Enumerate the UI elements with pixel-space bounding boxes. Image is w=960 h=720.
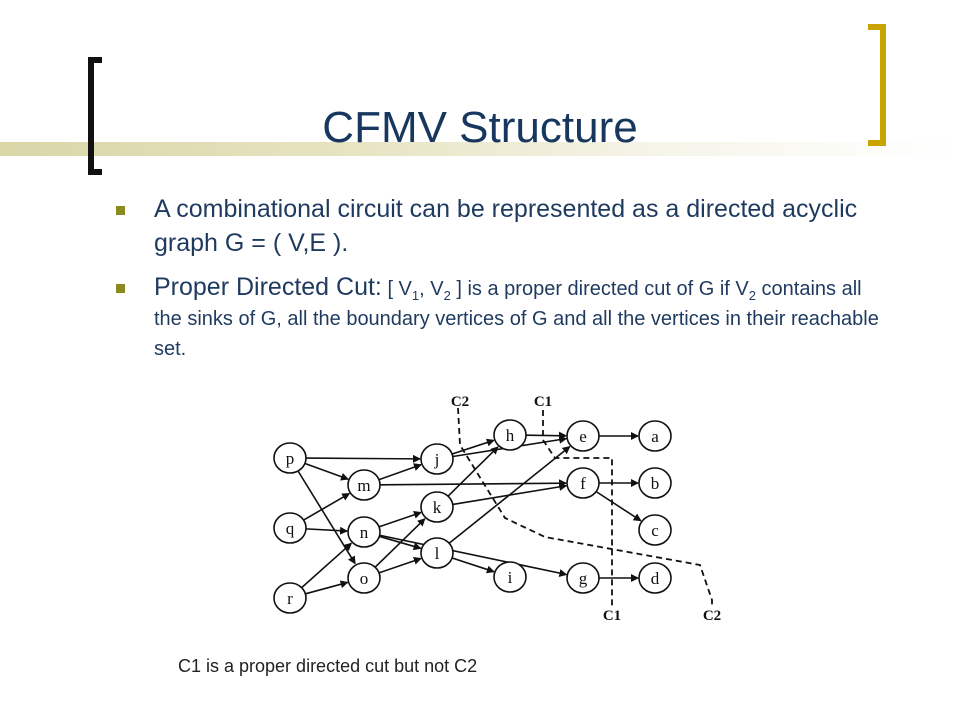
node-r: r	[273, 582, 307, 614]
bullet-item-2: Proper Directed Cut: [ V1, V2 ] is a pro…	[110, 270, 890, 364]
title-decoration-bar	[0, 142, 960, 156]
node-label-a: a	[651, 427, 659, 446]
edge-m-j	[378, 463, 422, 481]
node-j: j	[420, 443, 454, 475]
subscript-1: 1	[411, 288, 420, 303]
node-label-l: l	[435, 544, 440, 563]
cut-label-c2-top: C2	[451, 394, 469, 410]
edge-o-k	[374, 518, 426, 568]
node-label-i: i	[508, 568, 513, 587]
left-bracket-decoration	[88, 57, 102, 175]
bullet-2-text-b: , V	[419, 278, 444, 300]
edge-o-l	[378, 556, 422, 574]
edge-q-n	[305, 526, 349, 535]
node-label-g: g	[579, 569, 588, 588]
node-e: e	[566, 420, 600, 452]
bullet-2-text-a: [ V	[387, 278, 412, 300]
edge-f-c	[595, 491, 642, 522]
node-label-r: r	[287, 589, 293, 608]
node-label-n: n	[360, 523, 369, 542]
node-label-c: c	[651, 521, 659, 540]
cut-label-c1-bottom: C1	[603, 608, 621, 624]
node-m: m	[347, 469, 381, 501]
node-n: n	[347, 516, 381, 548]
bullet-item-1: A combinational circuit can be represent…	[110, 192, 890, 260]
node-i: i	[493, 561, 527, 593]
node-label-o: o	[360, 569, 369, 588]
node-g: g	[566, 562, 600, 594]
bullet-2-lead: Proper Directed Cut:	[154, 273, 382, 301]
edge-j-h	[451, 438, 495, 455]
edge-r-o	[305, 580, 349, 595]
node-label-m: m	[357, 476, 370, 495]
edge-p-m	[304, 462, 349, 481]
node-f: f	[566, 467, 600, 499]
diagram-caption: C1 is a proper directed cut but not C2	[178, 656, 478, 676]
node-k: k	[420, 491, 454, 523]
cut-label-c2-bottom: C2	[703, 608, 721, 624]
bullet-square-icon	[116, 284, 125, 293]
node-b: b	[638, 467, 672, 499]
edge-l-i	[451, 557, 495, 574]
node-d: d	[638, 562, 672, 594]
edge-k-h	[447, 446, 499, 497]
edge-l-e	[448, 446, 571, 544]
edge-m-f	[379, 479, 568, 488]
edge-h-e	[525, 431, 568, 440]
slide-title: CFMV Structure	[322, 103, 638, 152]
bullet-2-text-c: ] is a proper directed cut of G if V	[450, 278, 749, 300]
node-label-b: b	[651, 474, 660, 493]
bullet-2-text-d: contains all the sinks of G, all the bou…	[154, 278, 879, 360]
edge-r-n	[301, 542, 353, 588]
node-label-p: p	[286, 449, 295, 468]
edge-p-j	[305, 454, 422, 463]
edge-q-m	[303, 492, 351, 521]
node-label-j: j	[434, 450, 440, 469]
cut-line-c2	[457, 407, 713, 608]
cut-label-c1-top: C1	[534, 394, 552, 410]
subscript-3: 2	[748, 288, 756, 303]
node-label-d: d	[651, 569, 660, 588]
cut-line-c1	[542, 410, 613, 608]
node-o: o	[347, 562, 381, 594]
edge-n-g	[379, 534, 568, 577]
node-l: l	[420, 537, 454, 569]
bullet-list: A combinational circuit can be represent…	[110, 192, 890, 364]
node-label-q: q	[286, 519, 295, 538]
bullet-1-text: A combinational circuit can be represent…	[154, 195, 858, 257]
bullet-square-icon	[116, 206, 125, 215]
node-h: h	[493, 419, 527, 451]
edge-n-k	[378, 510, 422, 528]
node-label-k: k	[433, 498, 442, 517]
subscript-2: 2	[443, 288, 451, 303]
node-label-h: h	[506, 426, 515, 445]
node-p: p	[273, 442, 307, 474]
right-bracket-decoration	[868, 24, 886, 146]
node-a: a	[638, 420, 672, 452]
node-label-e: e	[579, 427, 587, 446]
node-q: q	[273, 512, 307, 544]
node-label-f: f	[580, 474, 586, 493]
node-c: c	[638, 514, 672, 546]
